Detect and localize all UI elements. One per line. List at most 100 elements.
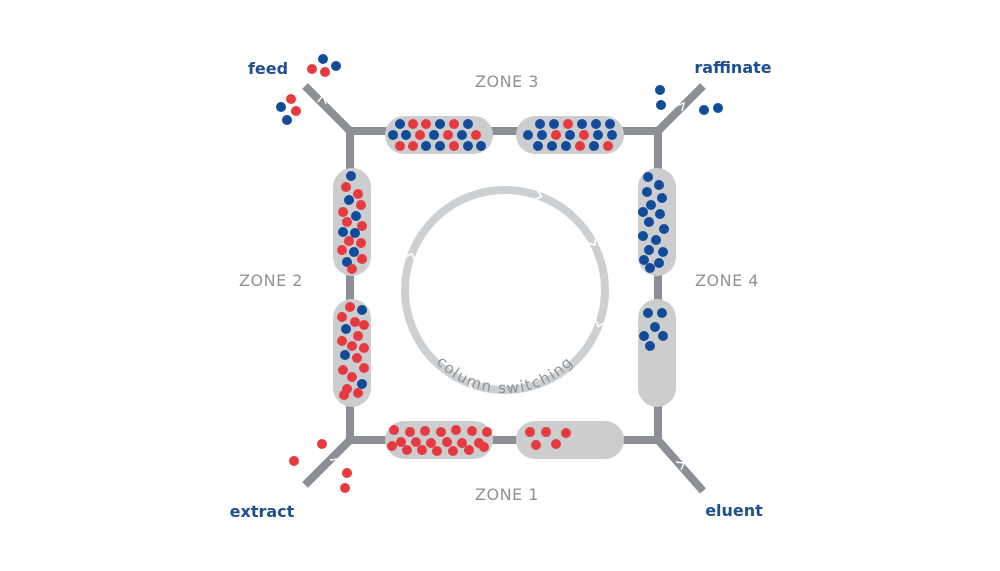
blue-particle — [435, 119, 445, 129]
red-particle — [396, 437, 406, 447]
blue-particle — [421, 141, 431, 151]
blue-particle — [657, 308, 667, 318]
blue-particle — [533, 141, 543, 151]
particles-zone3-right — [523, 119, 617, 151]
blue-particle — [591, 119, 601, 129]
blue-particle — [650, 322, 660, 332]
zone-1-label: ZONE 1 — [475, 485, 539, 504]
ring-arrow-1 — [594, 319, 606, 328]
column-switching-label: column switching — [433, 353, 577, 398]
blue-particle — [463, 141, 473, 151]
red-particle — [471, 130, 481, 140]
red-particle — [341, 182, 351, 192]
red-particle — [338, 365, 348, 375]
blue-particle — [713, 103, 723, 113]
red-particle — [408, 119, 418, 129]
zone-4-label: ZONE 4 — [695, 271, 759, 290]
blue-particle — [331, 61, 341, 71]
red-particle — [291, 106, 301, 116]
blue-particle — [593, 130, 603, 140]
red-particle — [603, 141, 613, 151]
blue-particle — [656, 100, 666, 110]
red-particle — [479, 442, 489, 452]
particles-zone4-upper — [638, 172, 669, 273]
red-particle — [563, 119, 573, 129]
blue-particle — [644, 245, 654, 255]
red-particle — [449, 141, 459, 151]
red-particle — [531, 440, 541, 450]
red-particle — [442, 437, 452, 447]
blue-particle — [658, 247, 668, 257]
ring-circle — [401, 186, 609, 394]
zone-3-label: ZONE 3 — [475, 72, 539, 91]
red-particle — [342, 468, 352, 478]
red-particle — [387, 441, 397, 451]
blue-particle — [523, 130, 533, 140]
blue-particle — [639, 255, 649, 265]
red-particle — [353, 189, 363, 199]
particles-feed — [276, 54, 341, 125]
pipe-feed — [302, 83, 353, 134]
red-particle — [541, 427, 551, 437]
blue-particle — [605, 119, 615, 129]
blue-particle — [349, 247, 359, 257]
blue-particle — [357, 305, 367, 315]
blue-particle — [654, 180, 664, 190]
blue-particle — [549, 119, 559, 129]
red-particle — [457, 438, 467, 448]
red-particle — [402, 445, 412, 455]
blue-particle — [645, 263, 655, 273]
red-particle — [451, 425, 461, 435]
red-particle — [482, 427, 492, 437]
blue-particle — [645, 341, 655, 351]
red-particle — [467, 426, 477, 436]
blue-particle — [338, 227, 348, 237]
blue-particle — [340, 350, 350, 360]
particles — [276, 54, 723, 493]
ring-arrow-5 — [586, 237, 597, 247]
blue-particle — [346, 171, 356, 181]
red-particle — [464, 445, 474, 455]
red-particle — [417, 445, 427, 455]
blue-particle — [655, 85, 665, 95]
blue-particle — [357, 379, 367, 389]
blue-particle — [643, 172, 653, 182]
blue-particle — [657, 193, 667, 203]
red-particle — [579, 130, 589, 140]
blue-particle — [651, 235, 661, 245]
blue-particle — [276, 102, 286, 112]
red-particle — [317, 439, 327, 449]
red-particle — [389, 425, 399, 435]
red-particle — [432, 446, 442, 456]
red-particle — [395, 141, 405, 151]
particles-zone2-lower — [337, 302, 369, 400]
red-particle — [320, 67, 330, 77]
blue-particle — [401, 130, 411, 140]
red-particle — [357, 221, 367, 231]
red-particle — [353, 388, 363, 398]
red-particle — [436, 427, 446, 437]
blue-particle — [638, 207, 648, 217]
red-particle — [350, 317, 360, 327]
blue-particle — [457, 130, 467, 140]
red-particle — [359, 343, 369, 353]
red-particle — [525, 427, 535, 437]
blue-particle — [654, 258, 664, 268]
red-particle — [337, 312, 347, 322]
red-particle — [339, 390, 349, 400]
blue-particle — [547, 141, 557, 151]
blue-particle — [282, 115, 292, 125]
red-particle — [411, 437, 421, 447]
pipe-network — [302, 83, 706, 494]
extract-chevron — [329, 458, 339, 468]
red-particle — [342, 217, 352, 227]
blue-particle — [535, 119, 545, 129]
red-particle — [345, 302, 355, 312]
blue-particle — [344, 195, 354, 205]
feed-chevron — [317, 93, 327, 105]
particles-zone1-right — [525, 427, 571, 450]
blue-particle — [565, 130, 575, 140]
blue-particle — [659, 224, 669, 234]
column-zone4-lower — [638, 299, 676, 407]
